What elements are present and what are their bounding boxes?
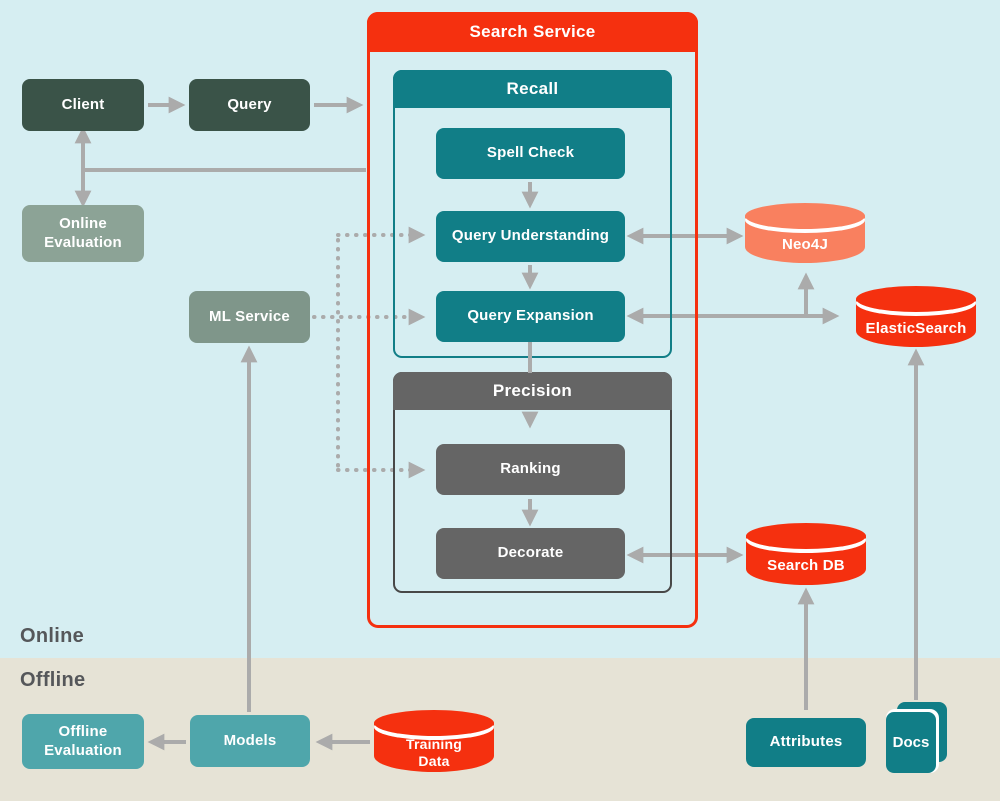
- ranking-node: Ranking: [436, 444, 625, 495]
- search-service-title: Search Service: [469, 22, 596, 41]
- query-expansion-node: Query Expansion: [436, 291, 625, 342]
- query-understanding-node: Query Understanding: [436, 211, 625, 262]
- online-region-label: Online: [20, 625, 85, 647]
- query-node: Query: [189, 79, 310, 131]
- training-data-database-cylinder-icon: Training Data: [374, 710, 494, 772]
- ml-service-label: ML Service: [209, 307, 290, 325]
- query-expansion-label: Query Expansion: [467, 307, 594, 325]
- online-evaluation-label: Online Evaluation: [44, 214, 122, 251]
- search-db-database-cylinder-icon: Search DB: [746, 523, 866, 585]
- query-understanding-label: Query Understanding: [451, 227, 610, 245]
- decorate-node: Decorate: [436, 528, 625, 579]
- recall-title: Recall: [506, 79, 559, 98]
- docs-node: Docs: [886, 712, 936, 773]
- spell-check-node: Spell Check: [436, 128, 625, 179]
- recall-header: Recall: [393, 70, 672, 108]
- offline-evaluation-label: Offline Evaluation: [44, 722, 122, 759]
- online-evaluation-node: Online Evaluation: [22, 205, 144, 262]
- decorate-label: Decorate: [497, 544, 564, 562]
- spell-check-label: Spell Check: [486, 144, 575, 162]
- line-query-expansion-to-precision: [528, 342, 532, 373]
- offline-region-label: Offline: [20, 669, 86, 691]
- docs-label: Docs: [892, 734, 930, 751]
- offline-evaluation-node: Offline Evaluation: [22, 714, 144, 769]
- precision-container: Precision: [393, 372, 672, 593]
- elasticsearch-label: ElasticSearch: [865, 319, 967, 337]
- precision-header: Precision: [393, 372, 672, 410]
- search-service-header: Search Service: [367, 12, 698, 52]
- search-db-label: Search DB: [767, 557, 845, 574]
- attributes-label: Attributes: [769, 733, 843, 751]
- recall-container: Recall: [393, 70, 672, 358]
- ranking-label: Ranking: [500, 460, 561, 478]
- precision-title: Precision: [492, 381, 573, 400]
- neo4j-database-cylinder-icon: Neo4J: [745, 203, 865, 263]
- docs-document-stack-icon: Docs: [886, 702, 948, 773]
- client-label: Client: [61, 95, 105, 113]
- elasticsearch-database-cylinder-icon: ElasticSearch: [856, 286, 976, 347]
- query-label: Query: [227, 95, 272, 113]
- neo4j-label: Neo4J: [781, 236, 829, 253]
- ml-service-node: ML Service: [189, 291, 310, 343]
- models-node: Models: [190, 715, 310, 767]
- attributes-node: Attributes: [746, 718, 866, 767]
- training-data-label: Training Data: [405, 736, 463, 769]
- models-label: Models: [223, 731, 277, 749]
- search-service-container: Search Service: [367, 12, 698, 628]
- client-node: Client: [22, 79, 144, 131]
